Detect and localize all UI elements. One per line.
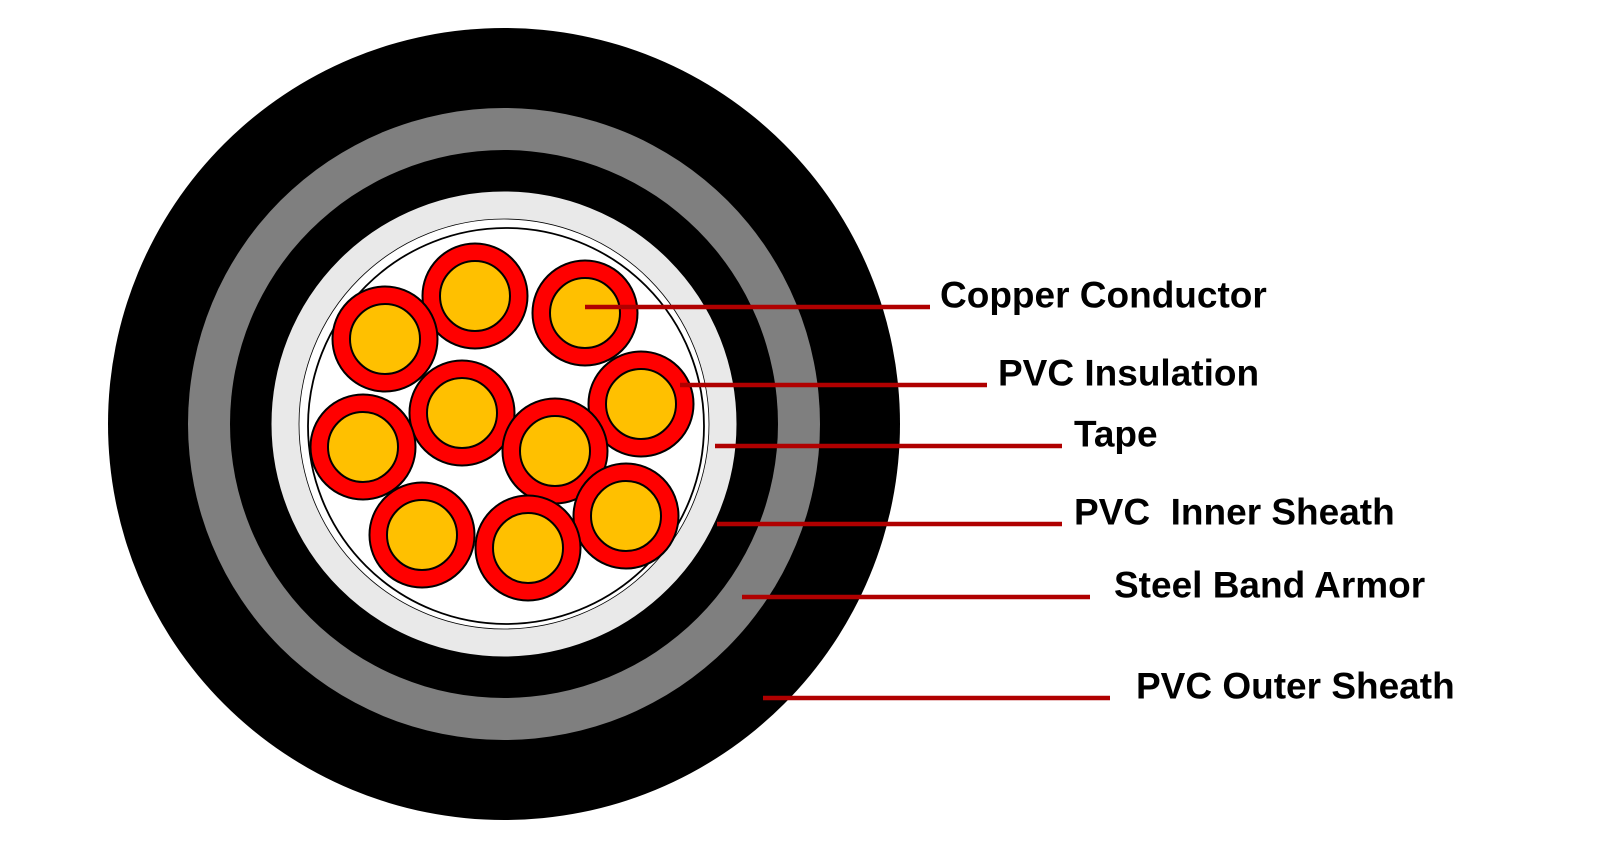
copper-core	[492, 512, 564, 584]
copper-core	[426, 377, 498, 449]
conductor-bundle	[309, 242, 695, 602]
copper-core	[549, 277, 621, 349]
layer-label: PVC Outer Sheath	[1136, 666, 1455, 707]
copper-core	[439, 260, 511, 332]
conductor	[368, 481, 476, 589]
copper-core	[519, 415, 591, 487]
layer-label: Tape	[1074, 414, 1158, 455]
conductor	[421, 242, 529, 350]
conductor	[331, 285, 439, 393]
layer-label: PVC Inner Sheath	[1074, 492, 1395, 533]
conductor	[531, 259, 639, 367]
copper-core	[349, 303, 421, 375]
copper-core	[590, 480, 662, 552]
layer-label: Copper Conductor	[940, 275, 1267, 316]
conductor	[474, 494, 582, 602]
conductor	[309, 393, 417, 501]
layer-label: Steel Band Armor	[1114, 565, 1425, 606]
copper-core	[605, 368, 677, 440]
layer-label: PVC Insulation	[998, 353, 1259, 394]
conductor	[408, 359, 516, 467]
conductor	[587, 350, 695, 458]
copper-core	[327, 411, 399, 483]
conductor	[501, 397, 609, 505]
conductor	[572, 462, 680, 570]
label-leader-lines	[585, 304, 1110, 701]
copper-core	[386, 499, 458, 571]
